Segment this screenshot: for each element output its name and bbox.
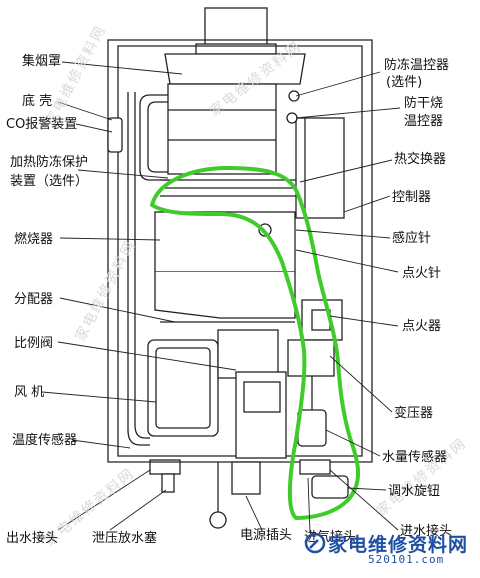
label-prop-valve: 比例阀 <box>14 336 54 351</box>
label-antifreeze-heat-2: 装置（选件） <box>10 174 89 189</box>
fan <box>147 339 219 437</box>
label-power-plug: 电源插头 <box>240 528 293 543</box>
brand-wrench-icon <box>304 532 326 554</box>
label-drain-plug: 泄压放水塞 <box>92 531 158 546</box>
green-highlight-path <box>150 166 361 520</box>
heat-exchanger-body <box>167 83 277 175</box>
proportional-valve <box>217 329 279 379</box>
label-antifreeze-ctrl-2: (选件) <box>386 75 423 90</box>
label-dryfire-1: 防干烧 <box>404 96 444 111</box>
label-sensing-pin: 感应针 <box>392 231 432 246</box>
label-distributor: 分配器 <box>14 292 54 307</box>
controller-box <box>295 117 345 219</box>
water-sensor <box>297 409 327 447</box>
drain-plug-shape <box>161 473 175 493</box>
label-controller: 控制器 <box>392 190 432 205</box>
label-co-alarm: CO报警装置 <box>6 117 78 132</box>
power-plug-shape <box>209 511 227 529</box>
label-water-sensor: 水量传感器 <box>382 450 448 465</box>
label-antifreeze-ctrl-1: 防冻温控器 <box>384 58 450 73</box>
smoke-hood <box>164 53 306 85</box>
label-water-knob: 调水旋钮 <box>388 484 441 499</box>
label-antifreeze-heat-1: 加热防冻保护 <box>10 155 89 170</box>
label-heat-exchanger: 热交换器 <box>394 152 447 167</box>
label-hood: 集烟罩 <box>22 54 62 69</box>
label-ignition-pin: 点火针 <box>402 266 442 281</box>
brand-name: 家电维修资料网 <box>328 534 469 556</box>
outer-casing <box>107 39 373 463</box>
label-dryfire-2: 温控器 <box>404 114 444 129</box>
label-transformer: 变压器 <box>394 406 434 421</box>
brand-logo: 家电维修资料网 520101.com <box>304 530 474 572</box>
label-casing: 底 壳 <box>22 94 53 109</box>
label-burner: 燃烧器 <box>14 232 54 247</box>
igniter <box>301 299 343 341</box>
transformer <box>287 339 335 377</box>
label-temp-sensor: 温度传感器 <box>12 433 78 448</box>
co-sensor <box>107 117 123 153</box>
gas-inlet-shape <box>299 459 331 475</box>
brand-url: 520101.com <box>368 553 445 566</box>
label-inlet: 进水接头 <box>400 524 453 539</box>
distributor <box>154 272 296 319</box>
label-igniter: 点火器 <box>402 319 442 334</box>
label-fan: 风 机 <box>14 385 45 400</box>
label-outlet: 出水接头 <box>6 531 59 546</box>
water-knob-shape <box>311 475 349 499</box>
